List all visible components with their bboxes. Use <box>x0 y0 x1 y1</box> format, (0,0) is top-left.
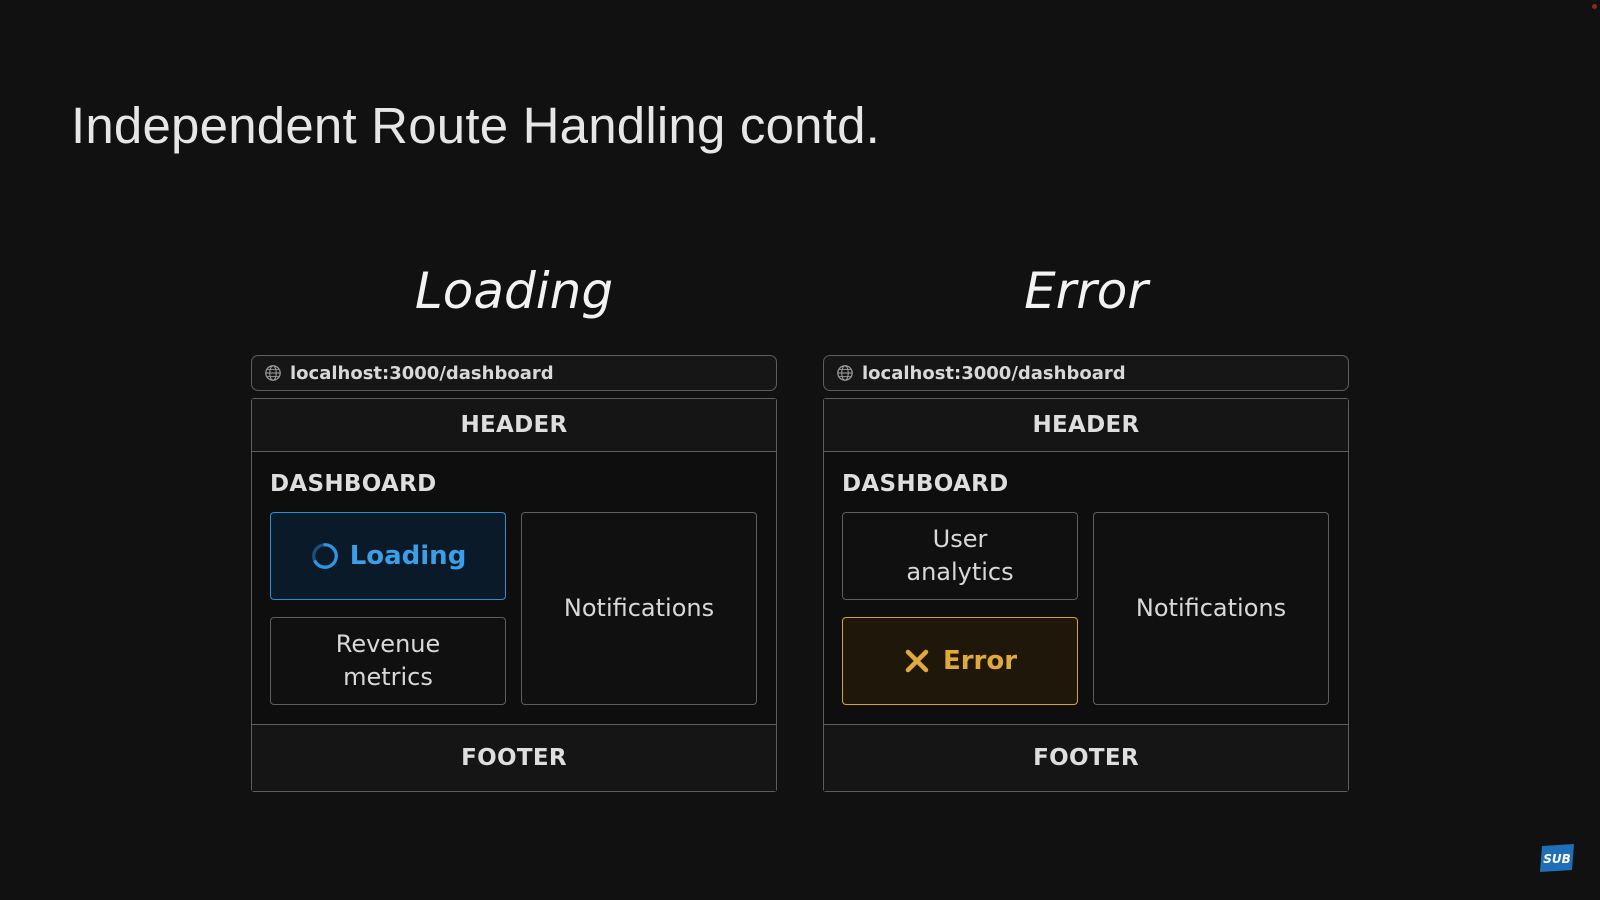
panel-heading-text: Loading <box>415 262 613 320</box>
address-url: localhost:3000/dashboard <box>862 362 1126 384</box>
app-frame: HEADER DASHBOARD User analytics Error No… <box>823 398 1349 792</box>
dashboard-title: DASHBOARD <box>270 471 437 497</box>
address-bar[interactable]: localhost:3000/dashboard <box>823 355 1349 391</box>
user-analytics-box: User analytics <box>842 512 1078 600</box>
address-url: localhost:3000/dashboard <box>290 362 554 384</box>
dashboard-area: DASHBOARD Loading Revenue metrics Notifi… <box>252 452 776 725</box>
spinner-icon <box>311 543 338 569</box>
panel-heading-loading: Loading <box>251 248 777 348</box>
notifications-box: Notifications <box>1093 512 1329 705</box>
dashboard-area: DASHBOARD User analytics Error Notificat… <box>824 452 1348 725</box>
frame-footer: FOOTER <box>252 725 776 791</box>
notifications-box: Notifications <box>521 512 757 705</box>
frame-header: HEADER <box>252 399 776 452</box>
loading-box: Loading <box>270 512 506 600</box>
frame-header: HEADER <box>824 399 1348 452</box>
globe-icon <box>837 365 853 381</box>
revenue-metrics-label: Revenue metrics <box>335 630 441 691</box>
error-label: Error <box>942 645 1018 676</box>
address-bar[interactable]: localhost:3000/dashboard <box>251 355 777 391</box>
corner-dot <box>1592 4 1597 9</box>
user-analytics-label: User analytics <box>906 525 1014 586</box>
globe-icon <box>265 365 281 381</box>
revenue-metrics-box: Revenue metrics <box>270 617 506 705</box>
notifications-label: Notifications <box>563 594 715 622</box>
x-icon <box>905 649 929 673</box>
panel-heading-text: Error <box>1024 262 1151 320</box>
subscribe-badge-label: SUB <box>1543 852 1571 866</box>
slide-title: Independent Route Handling contd. <box>71 97 881 154</box>
subscribe-badge[interactable]: SUB <box>1538 843 1576 873</box>
error-box: Error <box>842 617 1078 705</box>
dashboard-title: DASHBOARD <box>842 471 1009 497</box>
panel-heading-error: Error <box>823 248 1349 348</box>
notifications-label: Notifications <box>1135 594 1287 622</box>
frame-footer: FOOTER <box>824 725 1348 791</box>
loading-label: Loading <box>349 540 467 571</box>
app-frame: HEADER DASHBOARD Loading Revenue metrics… <box>251 398 777 792</box>
